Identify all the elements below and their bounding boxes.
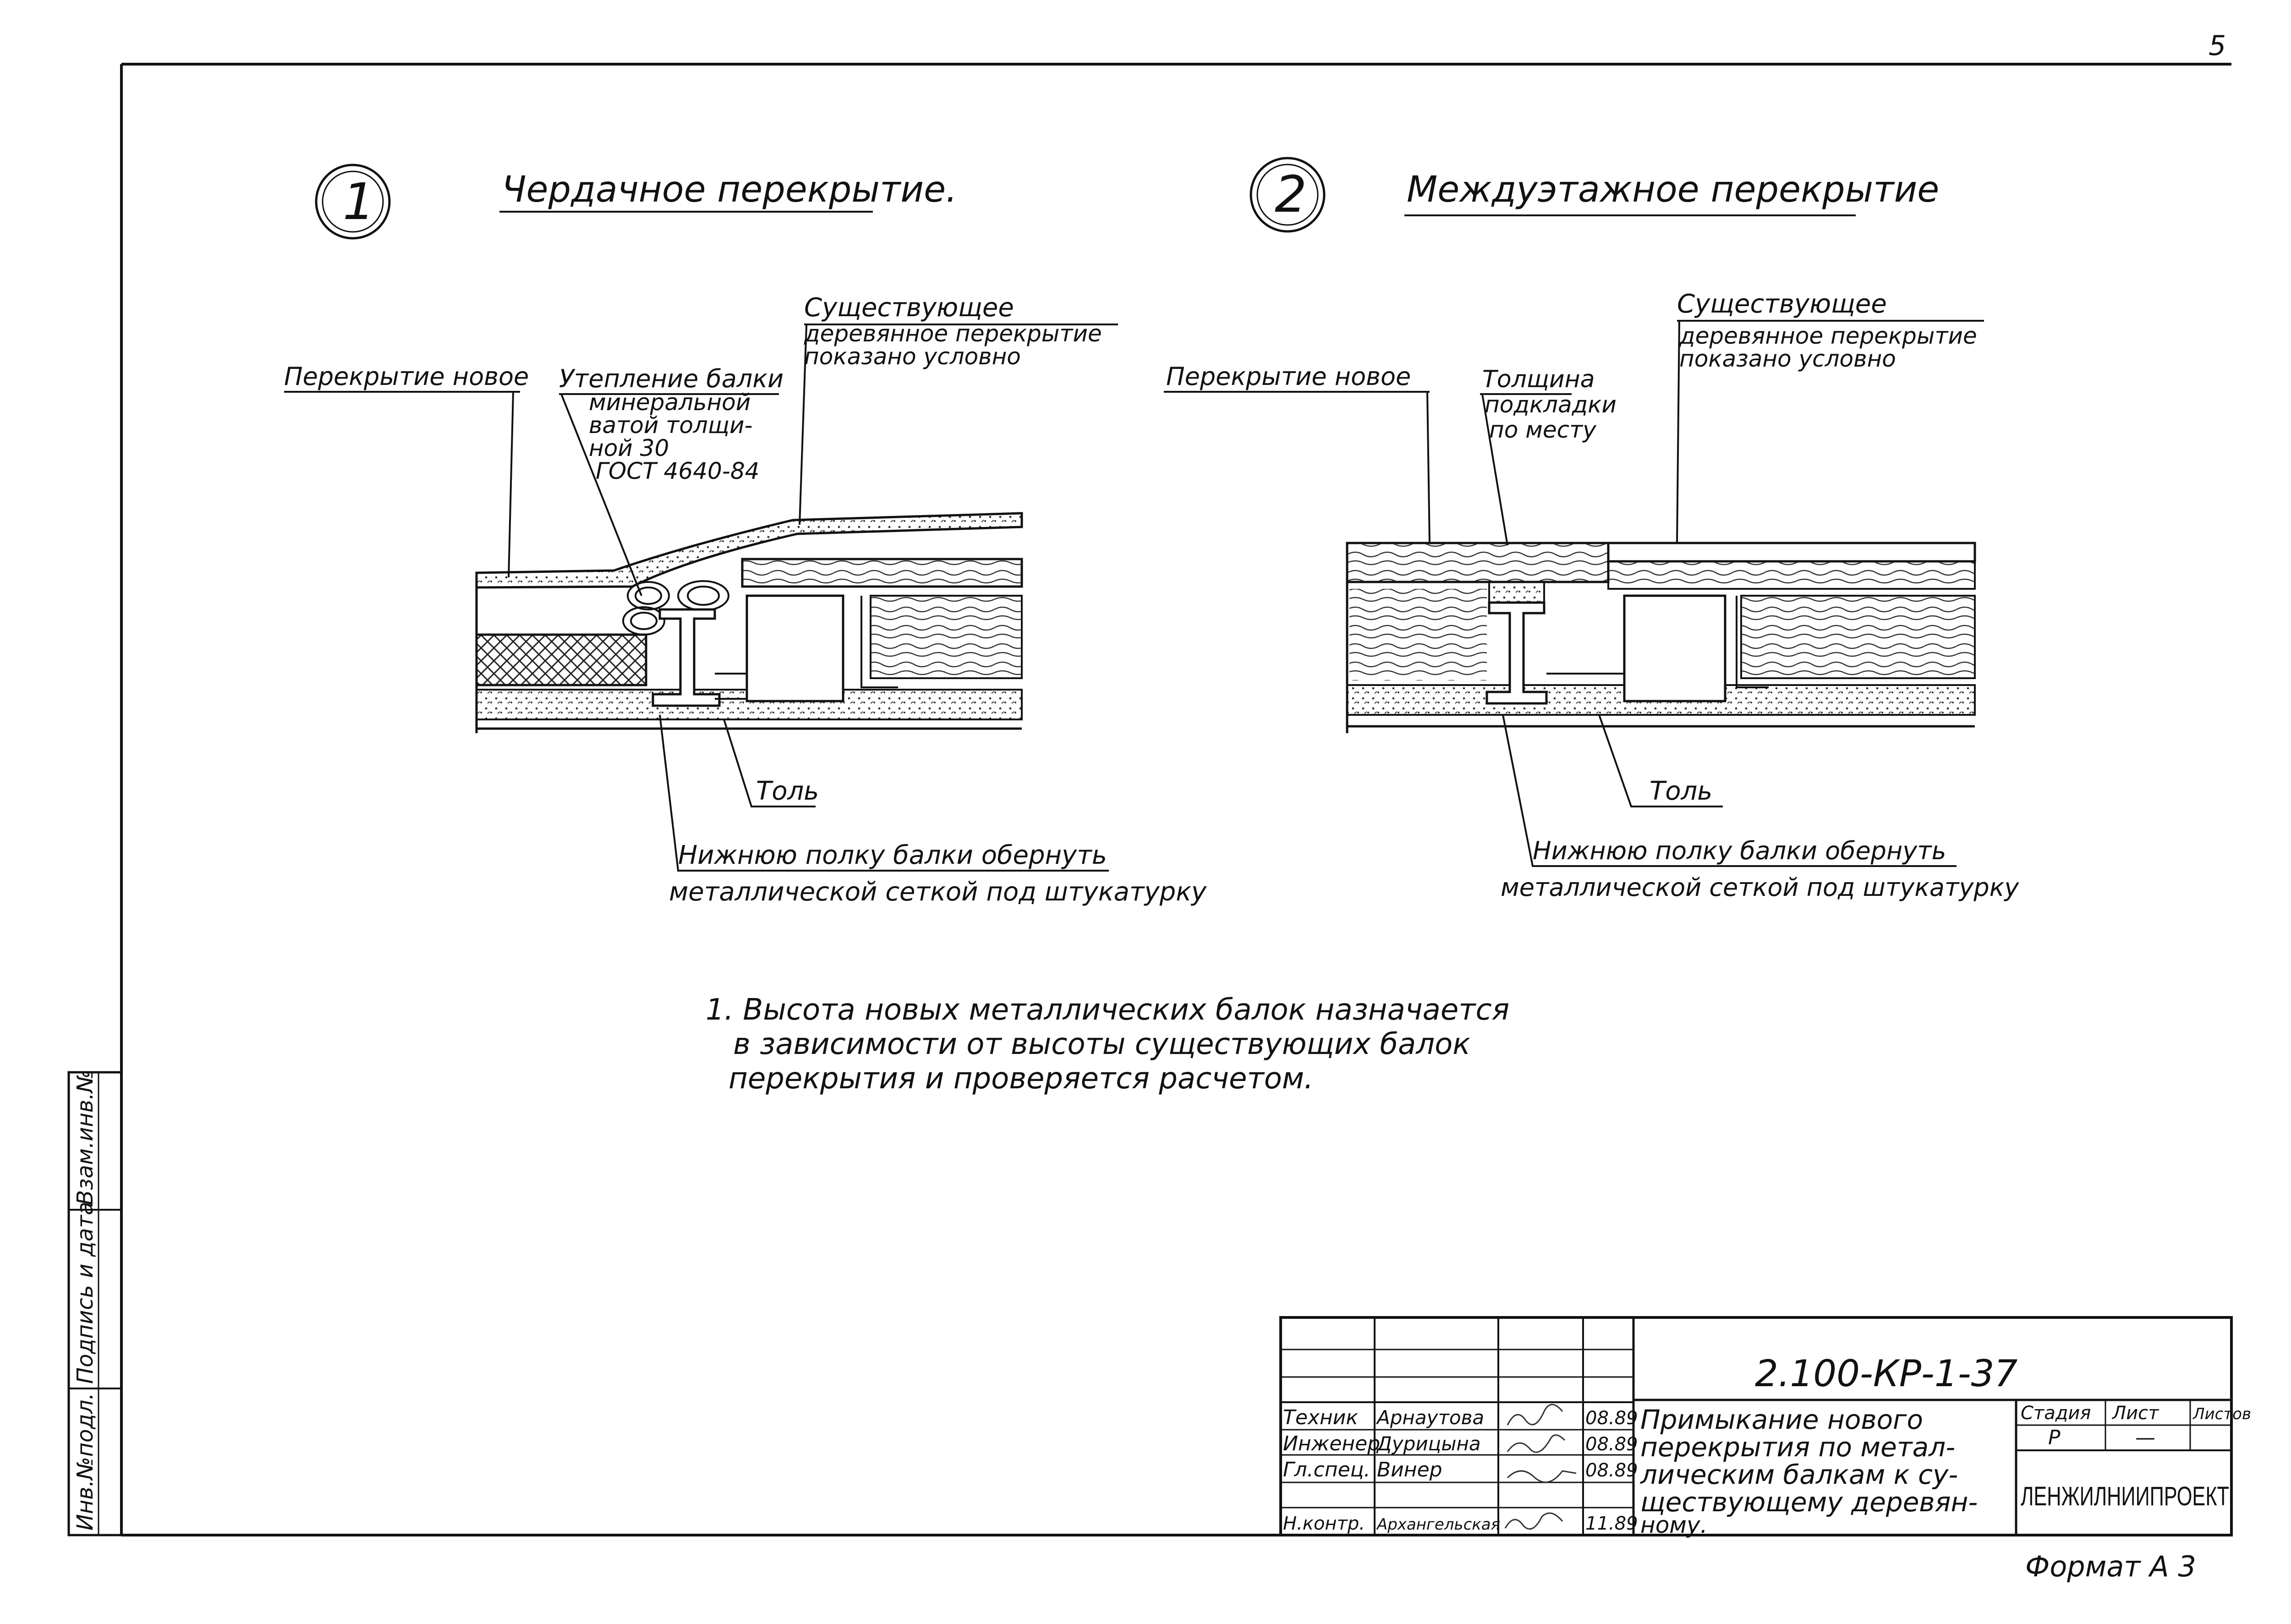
- detail-2-title: Междуэтажное перекрытие: [1407, 169, 1939, 210]
- detail-1-wrap-2: металлической сеткой под штукатурку: [669, 877, 1207, 907]
- tb-row-5-signature: [1504, 1512, 1563, 1530]
- detail-1-number: 1: [343, 172, 375, 231]
- detail-1-marker: [315, 164, 391, 240]
- side-stamp-signature: Подпись и дата: [72, 1202, 98, 1384]
- tb-row-1-signature: [1507, 1404, 1563, 1426]
- side-stamp-inv: Инв.№подл.: [72, 1393, 98, 1531]
- note-line-3: перекрытия и проверяется расчетом.: [729, 1062, 1314, 1096]
- tb-row-2-name: Дурицына: [1376, 1432, 1481, 1455]
- note-line-2: в зависимости от высоты существующих бал…: [733, 1027, 1470, 1061]
- detail-2-number: 2: [1275, 165, 1307, 224]
- detail-2-existing-3: показано условно: [1679, 346, 1896, 372]
- detail-1-new-floor: Перекрытие новое: [284, 362, 529, 391]
- tb-row-1-name: Арнаутова: [1376, 1406, 1484, 1429]
- detail-2-existing-1: Существующее: [1677, 289, 1887, 319]
- detail-1-existing-2: деревянное перекрытие: [804, 320, 1102, 347]
- tb-row-2-signature: [1507, 1434, 1566, 1453]
- detail-1-existing-3: показано условно: [804, 343, 1021, 370]
- tb-row-5-name: Архангельская: [1376, 1515, 1500, 1534]
- detail-1: 1 Чердачное перекрытие.: [284, 164, 1207, 907]
- title-block: 2.100-КР-1-37 Техник Арнаутова 08.89 Инж…: [1279, 1316, 2251, 1538]
- tb-desc-5: ному.: [1640, 1512, 1707, 1538]
- tb-stage-header: Стадия: [2021, 1403, 2091, 1424]
- tb-row-2-date: 08.89: [1585, 1434, 1638, 1455]
- detail-1-insulation-2: минеральной: [589, 389, 751, 416]
- detail-2-thickness-3: по месту: [1489, 417, 1597, 443]
- detail-1-roofing: Толь: [756, 776, 819, 806]
- tb-row-1-date: 08.89: [1585, 1408, 1638, 1429]
- detail-2-section: [1346, 542, 1976, 733]
- detail-1-title: Чердачное перекрытие.: [502, 169, 957, 210]
- note-block: 1. Высота новых металлических балок назн…: [706, 993, 1509, 1096]
- side-stamp: Инв.№подл. Подпись и дата Взам.инв.№: [67, 1070, 123, 1536]
- note-line-1: 1. Высота новых металлических балок назн…: [706, 993, 1509, 1027]
- tb-desc-2: перекрытия по метал-: [1640, 1432, 1955, 1463]
- tb-row-5-role: Н.контр.: [1283, 1513, 1365, 1534]
- detail-2-wrap-2: металлической сеткой под штукатурку: [1501, 873, 2019, 902]
- detail-1-insulation-3: ватой толщи-: [589, 412, 753, 439]
- detail-2-new-floor: Перекрытие новое: [1166, 362, 1411, 391]
- detail-1-existing-1: Существующее: [804, 293, 1014, 323]
- tb-row-3-role: Гл.спец.: [1283, 1458, 1370, 1481]
- sheet-number: 5: [2209, 30, 2226, 62]
- format-label: Формат А 3: [2025, 1550, 2196, 1583]
- detail-2: 2 Междуэтажное перекрытие: [1164, 157, 2019, 902]
- tb-row-5-date: 11.89: [1585, 1513, 1638, 1534]
- detail-1-section: [475, 512, 1023, 733]
- tb-desc-1: Примыкание нового: [1640, 1404, 1923, 1435]
- tb-row-3-name: Винер: [1377, 1458, 1442, 1481]
- tb-row-3-date: 08.89: [1585, 1460, 1638, 1481]
- tb-organization: ЛЕНЖИЛНИИПРОЕКТ: [2021, 1481, 2229, 1511]
- title-code: 2.100-КР-1-37: [1755, 1352, 2017, 1395]
- side-stamp-replace: Взам.инв.№: [72, 1070, 98, 1205]
- detail-1-wrap-1: Нижнюю полку балки обернуть: [678, 840, 1107, 870]
- tb-row-1-role: Техник: [1283, 1406, 1358, 1429]
- detail-2-thickness-2: подкладки: [1485, 391, 1617, 418]
- detail-1-insulation-5: ГОСТ 4640-84: [596, 458, 759, 484]
- tb-row-2-role: Инженер: [1283, 1432, 1380, 1455]
- tb-row-3-signature: [1507, 1470, 1577, 1483]
- detail-2-existing-2: деревянное перекрытие: [1679, 323, 1977, 349]
- tb-desc-3: лическим балкам к су-: [1640, 1459, 1958, 1490]
- sheet-frame: [120, 63, 2231, 1536]
- tb-sheets-header: Листов: [2192, 1405, 2251, 1423]
- tb-stage-value: Р: [2048, 1426, 2061, 1449]
- tb-sheet-value: —: [2135, 1426, 2155, 1449]
- tb-sheet-header: Лист: [2111, 1403, 2159, 1424]
- detail-1-insulation-4: ной 30: [589, 435, 669, 461]
- detail-2-wrap-1: Нижнюю полку балки обернуть: [1533, 836, 1946, 865]
- detail-1-insulation-1: Утепление балки: [559, 364, 784, 393]
- detail-2-thickness-1: Толщина: [1482, 366, 1595, 393]
- tb-desc-4: ществующему деревян-: [1640, 1487, 1978, 1518]
- detail-2-roofing: Толь: [1650, 776, 1712, 806]
- detail-2-marker: [1250, 157, 1326, 233]
